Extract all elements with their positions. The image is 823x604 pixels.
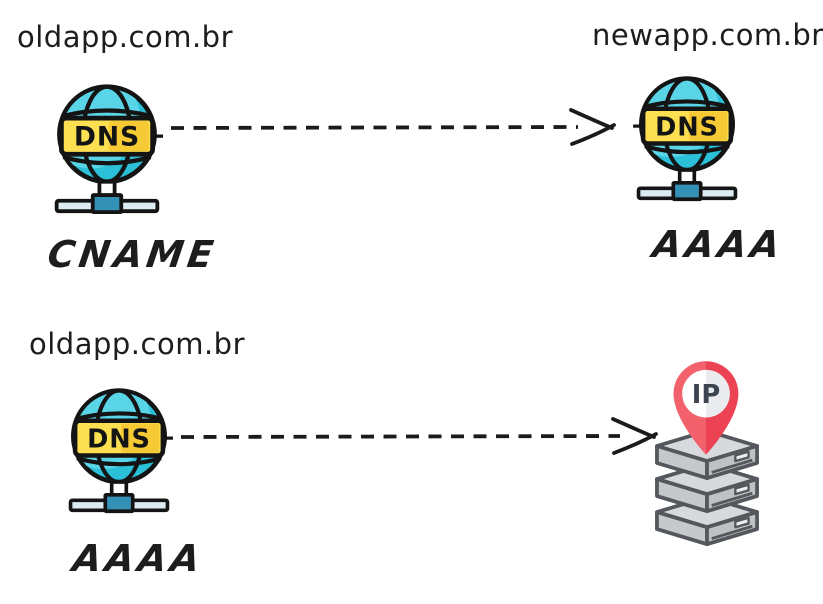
- dns-badge: DNS: [640, 106, 734, 146]
- server-port: [734, 450, 750, 463]
- dns-badge-label: DNS: [655, 112, 719, 142]
- dns-globe-icon: DNS: [633, 76, 738, 202]
- server-port: [734, 516, 750, 529]
- dns-badge-label: DNS: [74, 122, 140, 153]
- target-domain-label-top: newapp.com.br: [592, 18, 823, 52]
- server-port: [734, 483, 750, 496]
- source-domain-label-top: oldapp.com.br: [17, 20, 233, 54]
- record-type-label-cname: CNAME: [44, 233, 220, 276]
- dns-badge-label: DNS: [87, 424, 151, 454]
- network-stand: [54, 179, 160, 215]
- source-domain-label-bottom: oldapp.com.br: [29, 327, 245, 361]
- dns-globe-icon: DNS: [68, 388, 173, 514]
- record-type-label-aaaa-bottom: AAAA: [69, 537, 207, 580]
- server-unit: [655, 429, 759, 480]
- ip-pin-icon: IP: [673, 361, 739, 455]
- ip-pin-label: IP: [692, 380, 720, 410]
- dashed-arrow-top: [170, 108, 616, 146]
- network-stand: [636, 168, 738, 202]
- dns-badge: DNS: [59, 115, 155, 157]
- dns-badge: DNS: [72, 418, 166, 458]
- network-stand: [68, 480, 170, 514]
- record-type-label-aaaa-top: AAAA: [649, 223, 787, 266]
- server-stack-icon: [655, 429, 759, 547]
- dns-globe-icon: DNS: [54, 84, 164, 215]
- dashed-arrow-bottom: [180, 417, 658, 455]
